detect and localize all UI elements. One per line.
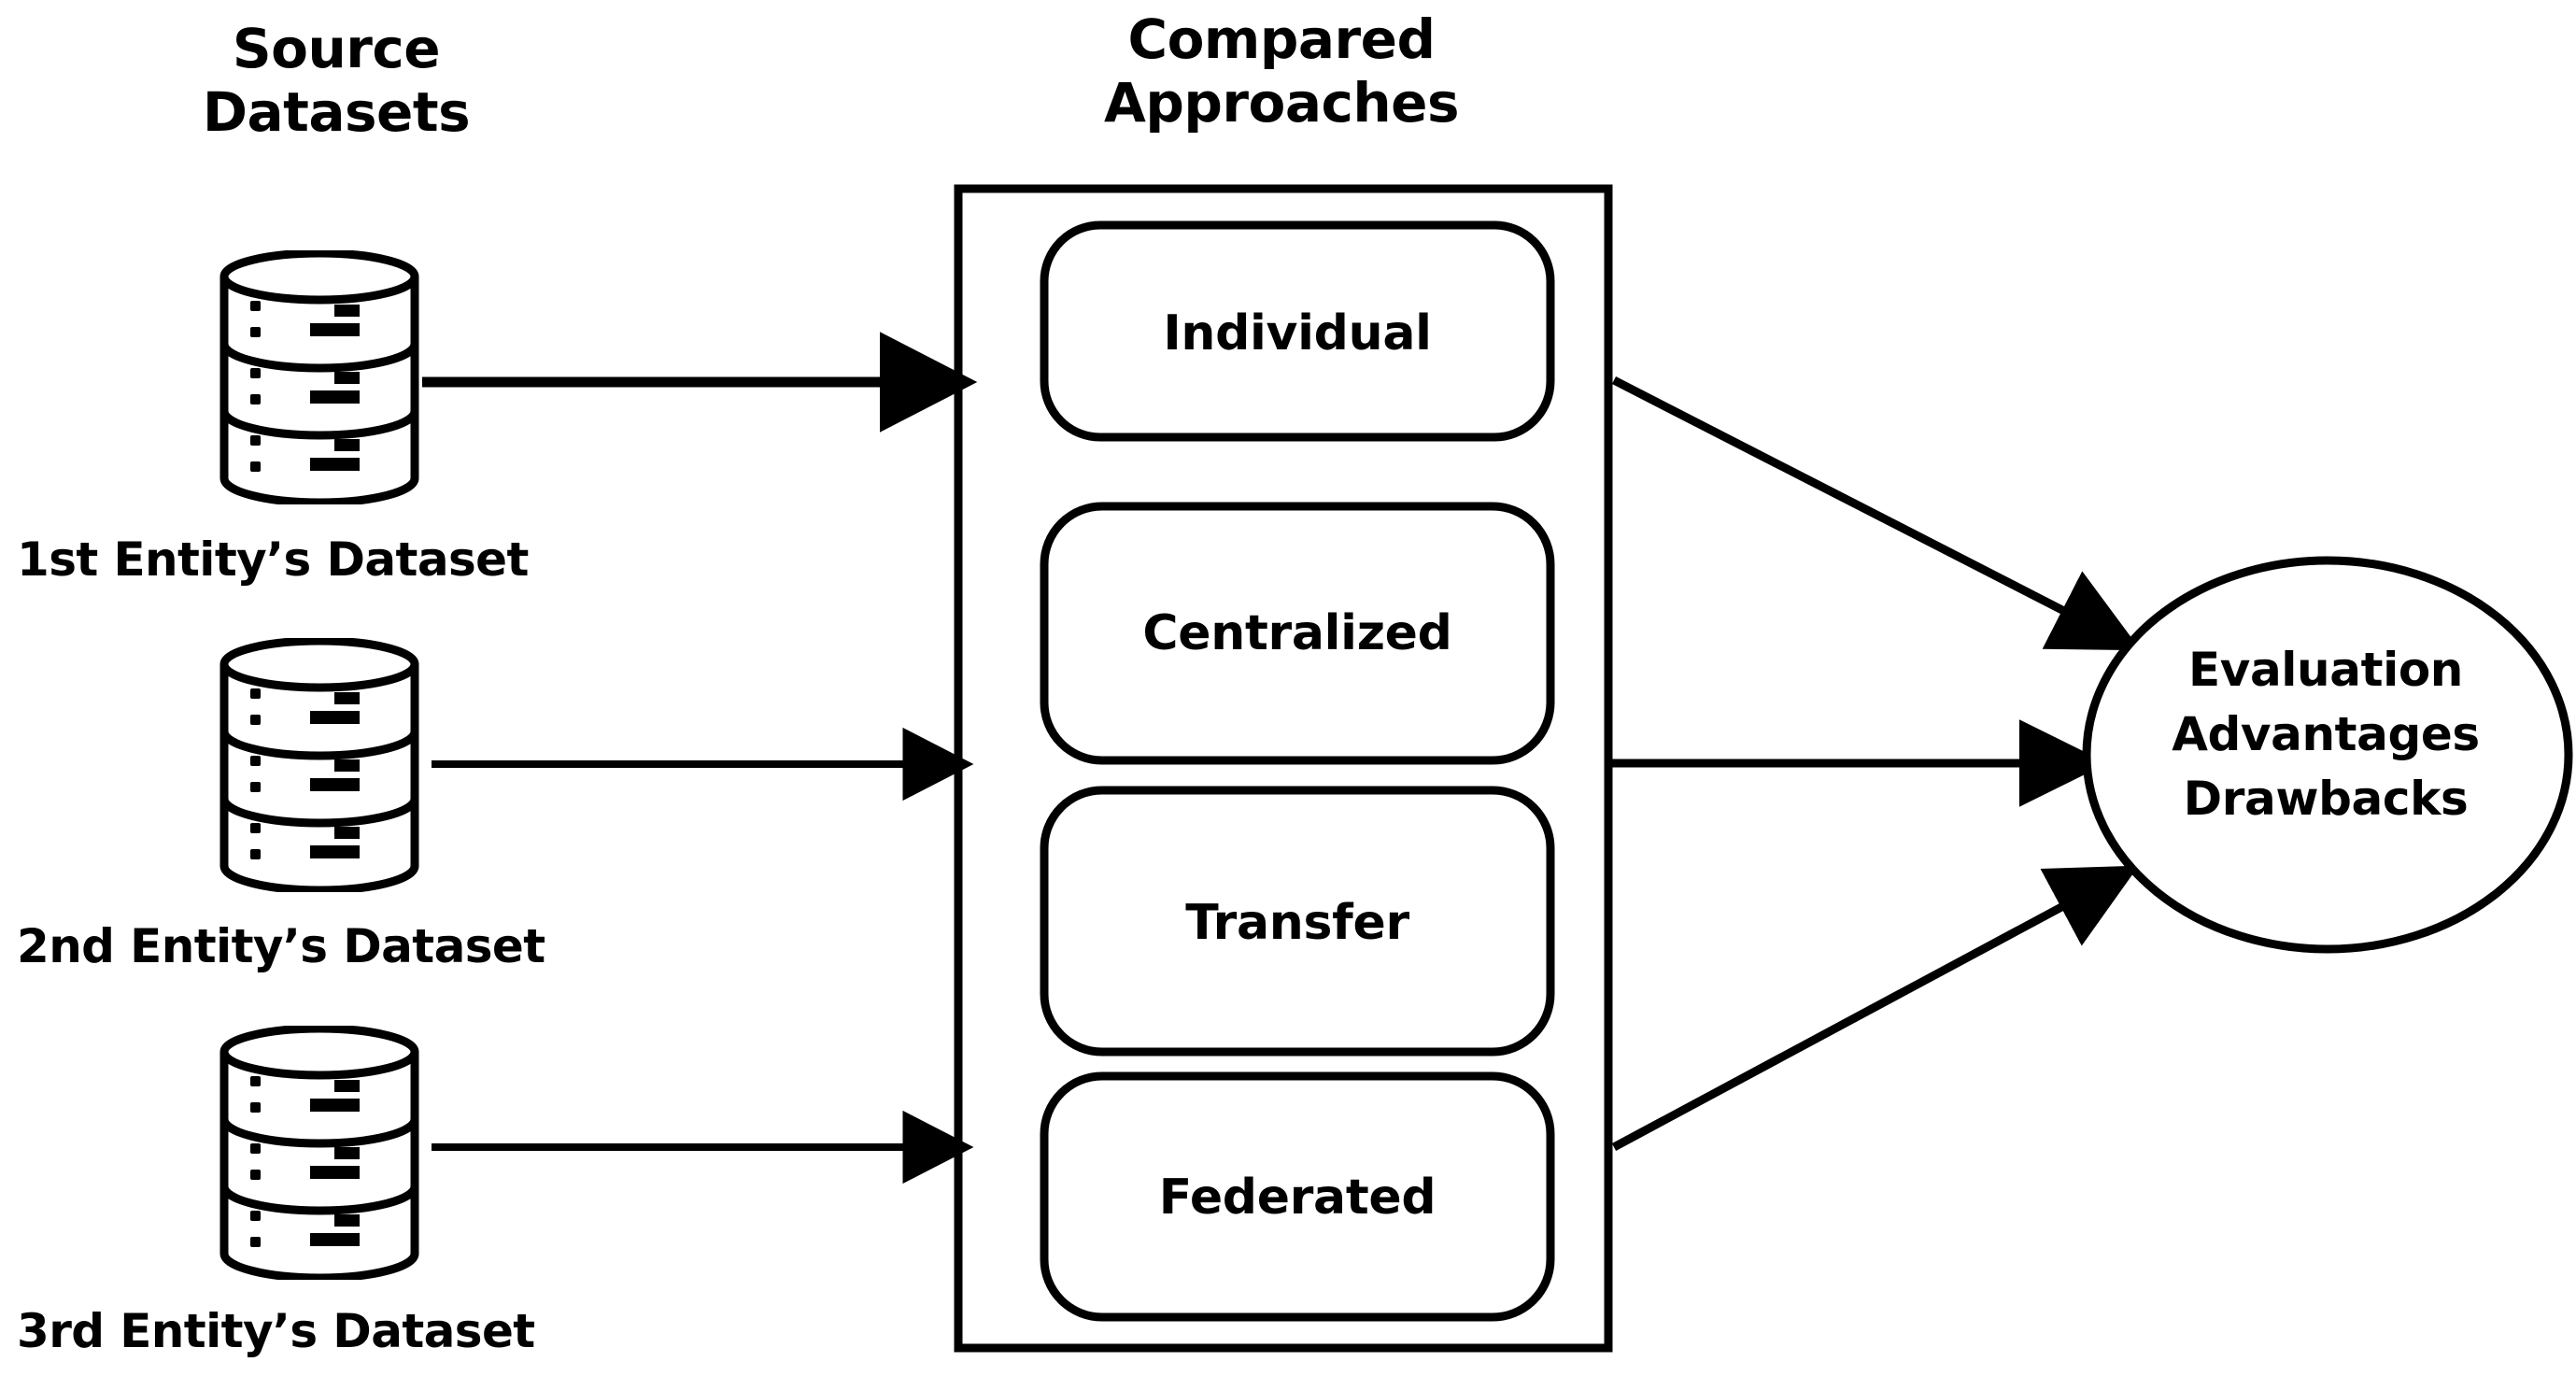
approach-label-federated: Federated: [1158, 1170, 1437, 1226]
dataset-caption-1: 1st Entity’s Dataset: [17, 532, 529, 587]
approach-label-centralized: Centralized: [1142, 605, 1452, 661]
dataset-icon-2: [224, 641, 415, 890]
dataset-caption-2: 2nd Entity’s Dataset: [17, 919, 545, 973]
approach-box-centralized[interactable]: [1040, 502, 1555, 765]
outcome-text: Evaluation Advantages Drawbacks: [2172, 643, 2480, 826]
dataset-caption-3: 3rd Entity’s Dataset: [17, 1304, 535, 1358]
connector-approaches-to-outcome-top: [1611, 376, 2142, 651]
approach-box-transfer[interactable]: [1040, 786, 1555, 1057]
approach-label-transfer: Transfer: [1185, 895, 1409, 951]
approach-label-individual: Individual: [1163, 305, 1432, 362]
source-datasets-heading: Source Datasets: [202, 17, 471, 145]
dataset-icon-1: [224, 253, 415, 503]
dataset-icon-3: [224, 1028, 415, 1278]
connector-approaches-to-outcome-bottom: [1611, 865, 2139, 1151]
approach-box-federated[interactable]: [1040, 1071, 1555, 1322]
approach-box-individual[interactable]: [1040, 220, 1555, 442]
outcome-ellipse: [2082, 556, 2573, 954]
compared-approaches-heading: Compared Approaches: [1103, 7, 1460, 135]
